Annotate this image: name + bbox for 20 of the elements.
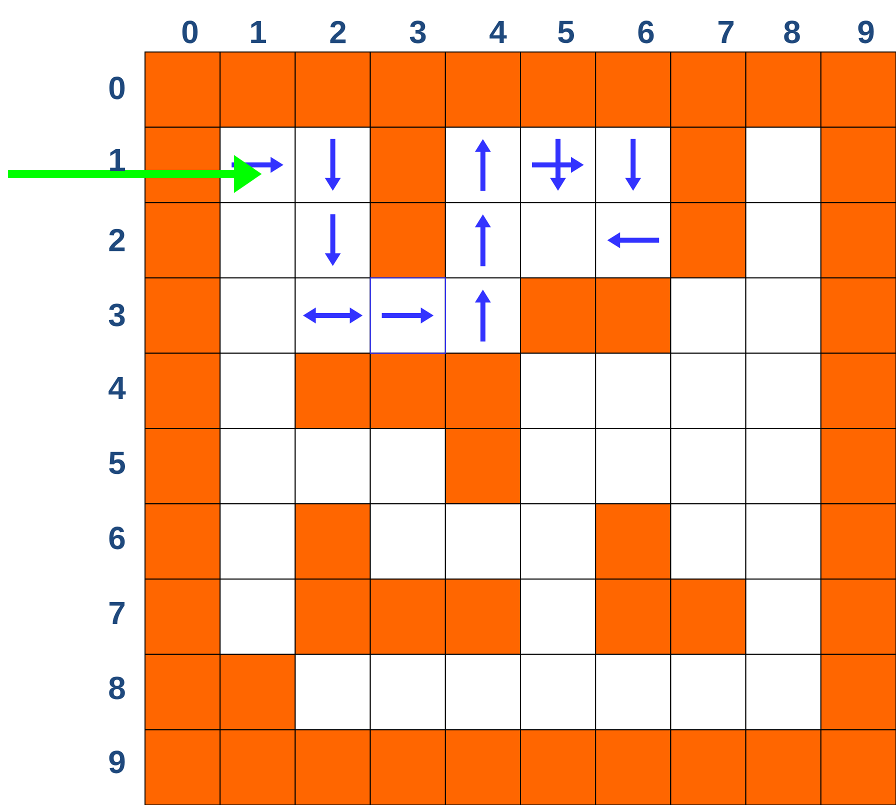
row-number: 8 <box>109 676 125 700</box>
row-number: 1 <box>110 149 126 171</box>
column-number: 0 <box>182 20 198 44</box>
row-number: 3 <box>108 304 125 326</box>
row-number: 0 <box>109 76 125 100</box>
column-number: 4 <box>490 21 507 43</box>
column-number: 9 <box>858 20 874 44</box>
row-number: 5 <box>109 452 126 474</box>
column-number: 7 <box>718 21 734 43</box>
row-number: 7 <box>110 602 124 624</box>
column-number: 8 <box>784 20 800 44</box>
row-number: 6 <box>109 526 125 550</box>
column-number: 2 <box>330 20 346 44</box>
row-number: 9 <box>109 750 125 774</box>
column-number: 3 <box>410 20 426 44</box>
column-number: 6 <box>638 20 654 44</box>
row-number: 4 <box>108 377 126 399</box>
column-number: 1 <box>251 21 266 43</box>
column-number: 5 <box>558 20 574 44</box>
row-number: 2 <box>109 228 125 252</box>
